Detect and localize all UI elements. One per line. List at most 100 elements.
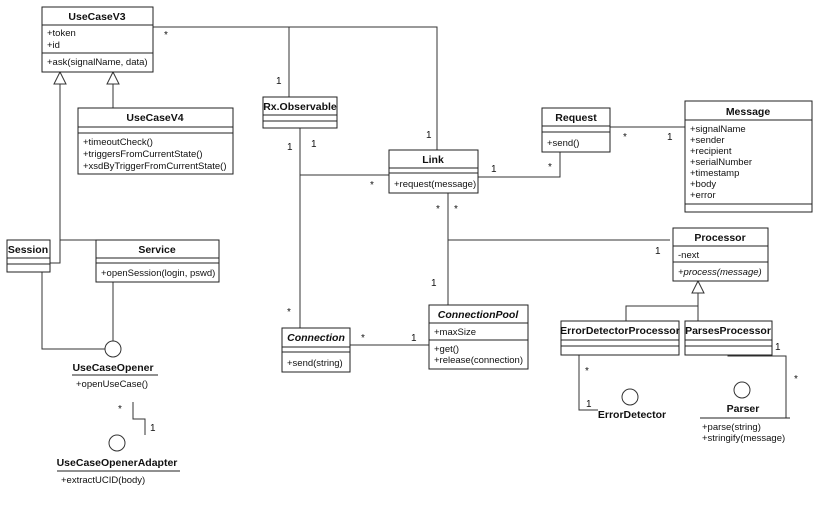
multiplicity-label: 1 <box>426 130 432 141</box>
operation: +parse(string) <box>702 422 761 433</box>
interface-parser[interactable]: Parser +parse(string) +stringify(message… <box>700 381 790 444</box>
class-request[interactable]: Request +send() <box>541 107 611 153</box>
operation: +release(connection) <box>434 355 523 366</box>
class-connection-pool[interactable]: ConnectionPool +maxSize +get() +release(… <box>428 304 529 370</box>
multiplicity-label: * <box>454 204 458 215</box>
multiplicity-label: * <box>361 333 365 344</box>
attribute: +id <box>47 40 60 51</box>
operation: +openSession(login, pswd) <box>101 268 215 279</box>
multiplicity-label: 1 <box>586 399 592 410</box>
interface-name: Parser <box>727 403 760 415</box>
class-name: UseCaseV3 <box>68 11 125 23</box>
multiplicity-label: * <box>370 180 374 191</box>
interface-name: ErrorDetector <box>598 409 666 421</box>
class-name: Link <box>422 154 444 166</box>
interface-name: UseCaseOpenerAdapter <box>57 457 178 469</box>
class-session[interactable]: Session <box>6 239 51 273</box>
attribute: +error <box>690 190 716 201</box>
multiplicity-label: 1 <box>150 423 156 434</box>
multiplicity-label: 1 <box>411 333 417 344</box>
class-name: Message <box>726 106 771 118</box>
edge-link-request <box>478 150 561 178</box>
multiplicity-label: 1 <box>276 76 282 87</box>
generalization-arrowheads <box>53 70 705 294</box>
class-usecasev3[interactable]: UseCaseV3 +token +id +ask(signalName, da… <box>41 6 154 73</box>
attribute: +token <box>47 28 76 39</box>
interface-usecase-opener-adapter[interactable]: UseCaseOpenerAdapter +extractUCID(body) <box>57 434 180 486</box>
operation: +xsdByTriggerFromCurrentState() <box>83 161 227 172</box>
multiplicity-label: 1 <box>287 142 293 153</box>
attribute: +recipient <box>690 146 732 157</box>
operation: +openUseCase() <box>76 379 148 390</box>
interface-lollipop-icon <box>621 388 639 406</box>
interface-usecase-opener[interactable]: UseCaseOpener +openUseCase() <box>72 340 158 390</box>
edge-processors-generalization <box>625 293 699 321</box>
class-connection[interactable]: Connection +send(string) <box>281 327 351 373</box>
edge-session-generalization <box>50 84 61 264</box>
class-service[interactable]: Service +openSession(login, pswd) <box>95 239 220 283</box>
class-name: Request <box>555 112 597 124</box>
attribute: +serialNumber <box>690 157 752 168</box>
class-name: ParsesProcessor <box>685 325 771 337</box>
generalization-arrowhead-processor <box>691 279 705 294</box>
class-name: Session <box>8 244 48 256</box>
multiplicity-labels: * 1 1 1 1 * 1 * * 1 * * 1 1 * * 1 * 1 1 … <box>118 30 798 434</box>
edge-rx-observable-link <box>299 128 389 176</box>
class-error-detector-processor[interactable]: ErrorDetectorProcessor <box>560 320 680 356</box>
multiplicity-label: * <box>436 204 440 215</box>
class-name: Rx.Observable <box>263 101 337 113</box>
multiplicity-label: * <box>164 30 168 41</box>
multiplicity-label: * <box>118 404 122 415</box>
operation: +send(string) <box>287 358 343 369</box>
class-link[interactable]: Link +request(message) <box>388 149 479 194</box>
interface-lollipop-icon <box>108 434 126 452</box>
multiplicity-label: 1 <box>431 278 437 289</box>
multiplicity-label: 1 <box>655 246 661 257</box>
operation: +process(message) <box>678 267 762 278</box>
class-parses-processor[interactable]: ParsesProcessor <box>684 320 773 356</box>
edge-usecasev3-link <box>289 26 438 150</box>
edge-session-usecase-opener <box>41 272 105 350</box>
multiplicity-label: * <box>548 162 552 173</box>
class-name: Processor <box>694 232 745 244</box>
generalization-arrowhead-left <box>53 70 67 85</box>
multiplicity-label: 1 <box>667 132 673 143</box>
attribute: +body <box>690 179 716 190</box>
multiplicity-label: * <box>623 132 627 143</box>
operation: +stringify(message) <box>702 433 785 444</box>
operation: +ask(signalName, data) <box>47 57 148 68</box>
operation: +send() <box>547 138 579 149</box>
interface-name: UseCaseOpener <box>72 362 153 374</box>
class-rx-observable[interactable]: Rx.Observable <box>262 96 338 129</box>
multiplicity-label: * <box>585 366 589 377</box>
multiplicity-label: * <box>794 374 798 385</box>
interface-error-detector[interactable]: ErrorDetector <box>598 388 666 421</box>
edge-error-detector-processor-error-detector <box>578 355 598 411</box>
operation: +timeoutCheck() <box>83 137 153 148</box>
class-message[interactable]: Message +signalName +sender +recipient +… <box>684 100 813 213</box>
edge-usecase-opener-adapter <box>132 402 146 435</box>
attribute: +sender <box>690 135 725 146</box>
edge-link-processor <box>447 193 670 241</box>
class-name: ConnectionPool <box>438 309 520 321</box>
class-processor[interactable]: Processor -next +process(message) <box>672 227 769 282</box>
multiplicity-label: 1 <box>491 164 497 175</box>
attribute: +timestamp <box>690 168 739 179</box>
operation: +triggersFromCurrentState() <box>83 149 203 160</box>
class-name: Service <box>138 244 176 256</box>
attribute: +signalName <box>690 124 746 135</box>
multiplicity-label: 1 <box>775 342 781 353</box>
class-name: UseCaseV4 <box>126 112 183 124</box>
interface-lollipop-icon <box>104 340 122 358</box>
operation: +request(message) <box>394 179 476 190</box>
class-usecasev4[interactable]: UseCaseV4 +timeoutCheck() +triggersFromC… <box>77 107 234 175</box>
multiplicity-label: * <box>287 307 291 318</box>
operation: +extractUCID(body) <box>61 475 145 486</box>
attribute: -next <box>678 250 699 261</box>
generalization-arrowhead-right <box>106 70 120 85</box>
class-name: Connection <box>287 332 345 344</box>
attribute: +maxSize <box>434 327 476 338</box>
interface-lollipop-icon <box>733 381 751 399</box>
multiplicity-label: 1 <box>311 139 317 150</box>
